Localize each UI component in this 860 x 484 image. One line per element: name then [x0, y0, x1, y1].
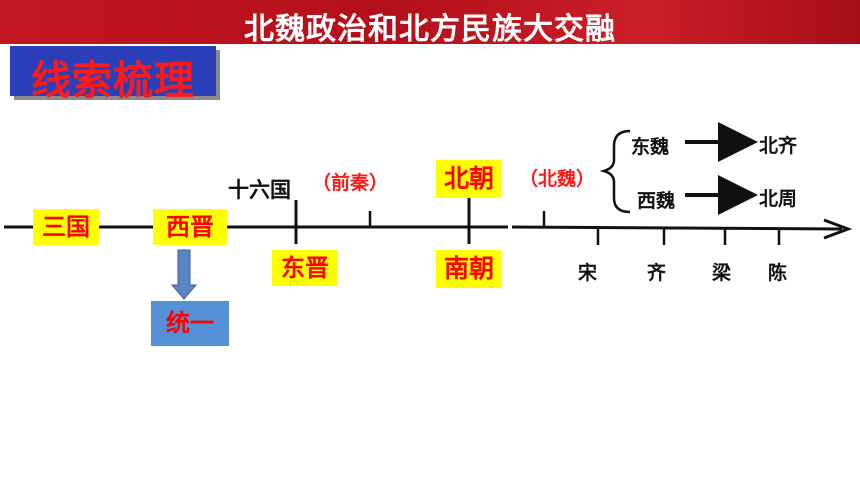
- label-xijin: 西晋: [153, 209, 227, 245]
- label-song: 宋: [578, 262, 598, 284]
- label-qianqin: （前秦）: [312, 172, 389, 194]
- label-beiwei: （北魏）: [519, 168, 596, 190]
- label-liang: 梁: [712, 262, 732, 284]
- axis-arrowhead: [823, 218, 853, 240]
- label-xiwei: 西魏: [637, 190, 676, 212]
- label-tongyi: 统一: [151, 301, 229, 346]
- page-title: 北魏政治和北方民族大交融: [244, 12, 616, 47]
- label-chen: 陈: [768, 262, 788, 284]
- label-qi: 齐: [647, 262, 667, 284]
- label-dongwei: 东魏: [631, 136, 670, 158]
- label-beiqi: 北齐: [759, 135, 798, 157]
- brace: [599, 129, 631, 214]
- section-label: 线索梳理: [31, 58, 195, 104]
- section-label-box: 线索梳理: [10, 46, 216, 104]
- header-bar: 北魏政治和北方民族大交融: [0, 0, 860, 47]
- label-sanguo: 三国: [33, 209, 99, 245]
- label-beichao: 北朝: [436, 160, 502, 198]
- down-arrow: [170, 249, 198, 300]
- label-shiliuguo: 十六国: [228, 178, 291, 202]
- label-beizhou: 北周: [759, 188, 798, 210]
- axis-segment-4: [511, 225, 843, 231]
- label-nanchao: 南朝: [436, 250, 502, 288]
- label-dongjin: 东晋: [272, 250, 338, 286]
